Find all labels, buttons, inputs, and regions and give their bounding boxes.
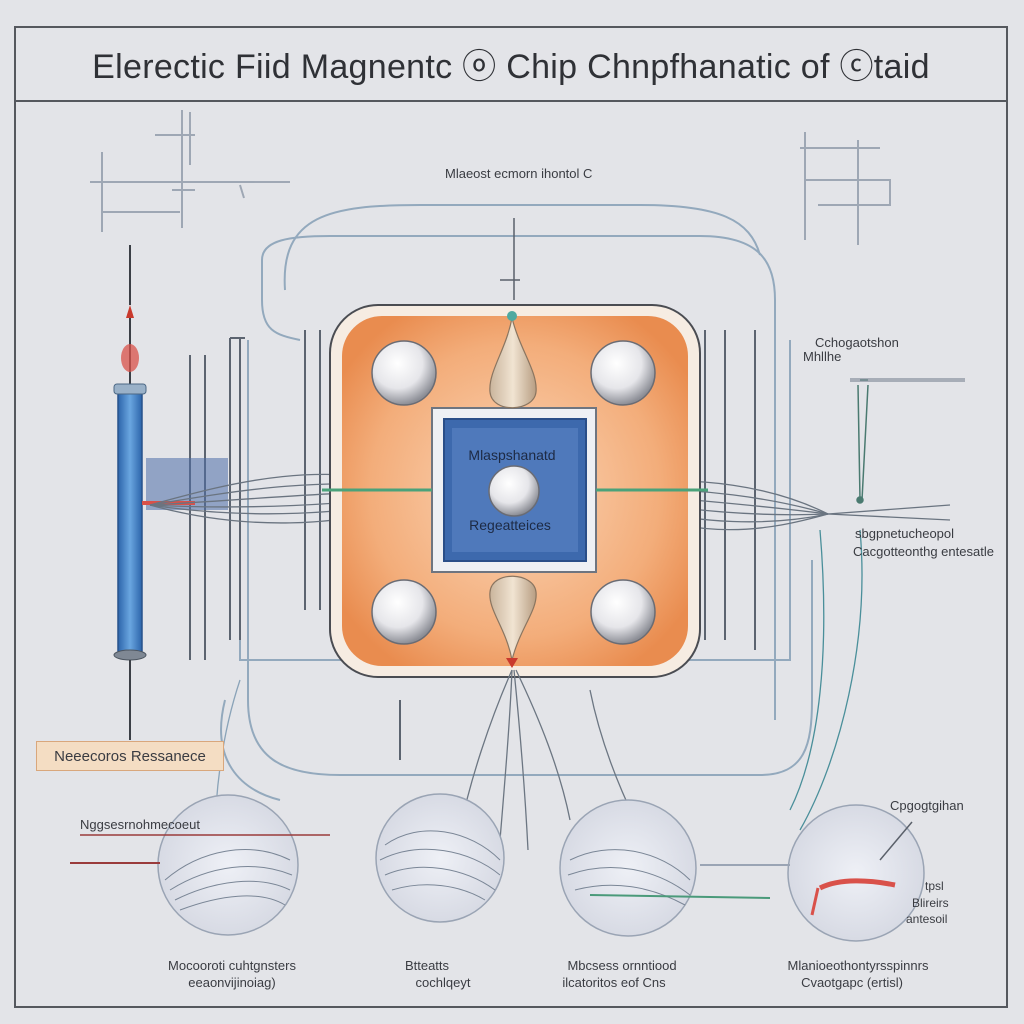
caption-3-line-1: Mbcsess ornntiood xyxy=(567,958,676,973)
chip-top-label: Mlaspshanatd xyxy=(468,447,555,463)
disc-4 xyxy=(700,804,925,942)
disc-3 xyxy=(559,799,771,937)
top-left-sketch xyxy=(90,110,290,232)
disc-2 xyxy=(375,793,505,923)
right-upper-label-2: Mhllhe xyxy=(803,349,841,364)
disc-1 xyxy=(70,794,330,936)
droplet-channels xyxy=(489,311,537,668)
right-upper-label-1: Cchogaotshon xyxy=(815,335,899,350)
chip-bottom-label: Regeatteices xyxy=(469,517,551,533)
caption-1-line-1: Mocooroti cuhtgnsters xyxy=(168,958,296,973)
left-lower-label: Nggsesrnohmecoeut xyxy=(80,817,200,832)
right-mid-label-2: Cacgotteonthg entesatle xyxy=(853,544,994,559)
right-lower-label-4: antesoil xyxy=(906,912,947,926)
lower-wires xyxy=(214,529,863,851)
caption-4-line-2: Cvaotgapc (ertisl) xyxy=(801,975,903,990)
left-electrode xyxy=(113,245,228,740)
caption-1-line-2: eeaonvijinoiag) xyxy=(188,975,275,990)
top-center-label: Mlaeost ecmorn ihontol C xyxy=(445,166,592,181)
chip-electrode-balls xyxy=(371,340,656,645)
caption-4-line-1: Mlanioeothontyrsspinnrs xyxy=(788,958,929,973)
caption-2-line-1: Btteatts xyxy=(405,958,450,973)
caption-2-line-2: cochlqeyt xyxy=(416,975,471,990)
diagram-frame xyxy=(14,26,1008,1008)
right-lower-label-3: Blireirs xyxy=(912,896,949,910)
right-probe xyxy=(850,378,965,504)
caption-3-line-2: ilcatoritos eof Cns xyxy=(562,975,666,990)
top-right-sketch xyxy=(800,132,891,245)
resonance-tag: Neeecoros Ressanece xyxy=(36,741,224,771)
right-lower-label-2: tpsl xyxy=(925,879,944,893)
right-mid-label-1: sbgpnetucheopol xyxy=(855,526,954,541)
resonance-tag-label: Neeecoros Ressanece xyxy=(54,747,206,765)
title-bar: Elerectic Fiid Magnentc ⓞ Chip Chnpfhana… xyxy=(14,26,1008,102)
center-marker xyxy=(500,218,520,300)
diagram-title: Elerectic Fiid Magnentc ⓞ Chip Chnpfhana… xyxy=(92,47,930,86)
right-lower-label-1: Cpgogtgihan xyxy=(890,798,964,813)
